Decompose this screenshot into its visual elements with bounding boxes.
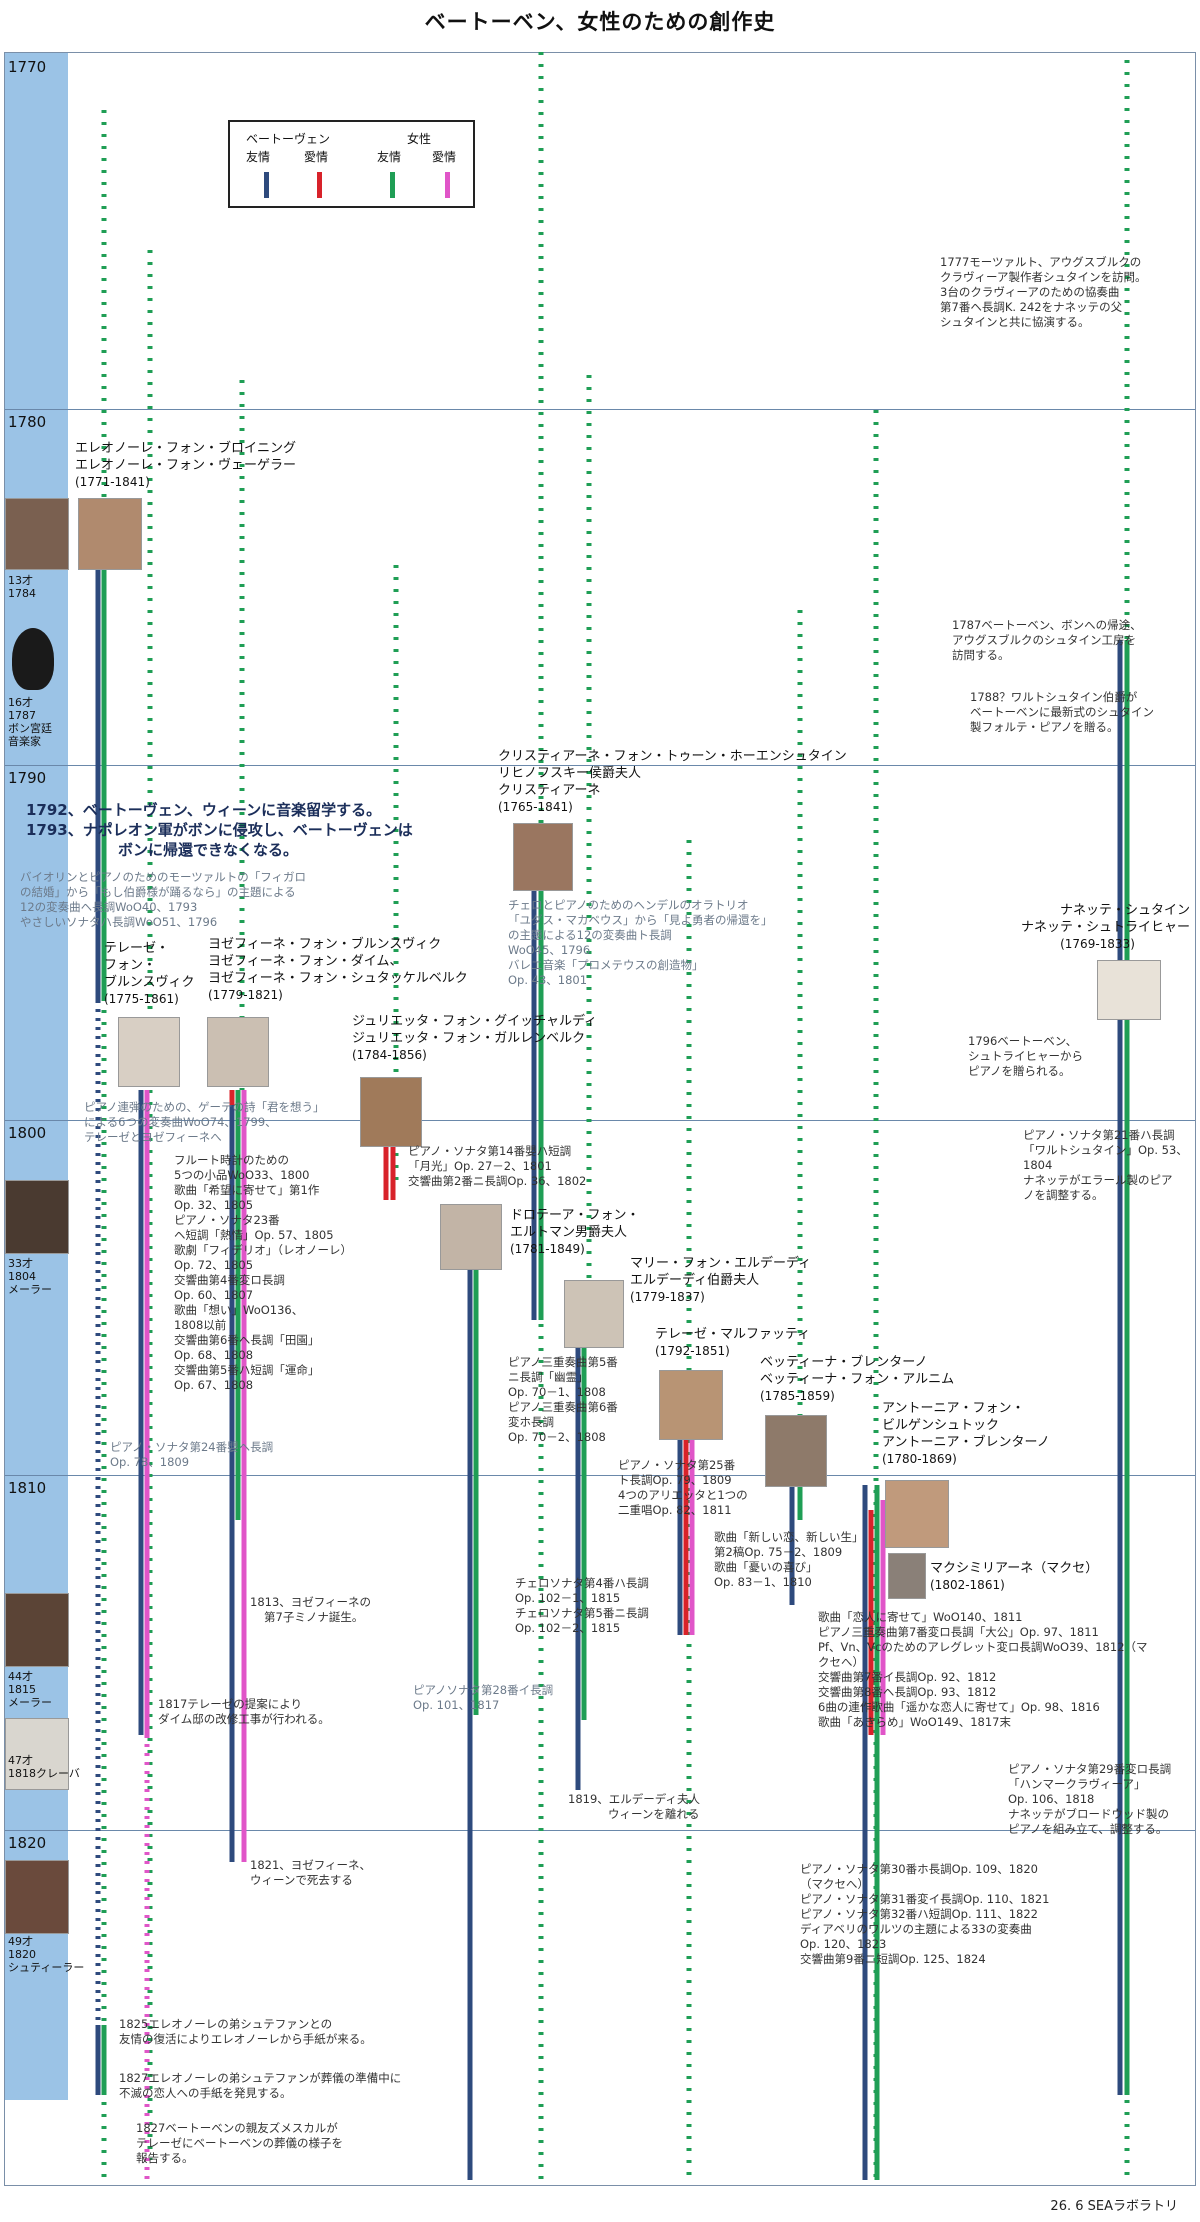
event-1788: 1788？ワルトシュタイン伯爵がベートーベンに最新式のシュタイン製フォルテ・ピア… [970, 690, 1154, 734]
bettina-portrait [765, 1415, 827, 1487]
legend: ベートーヴェン 女性 友情 愛情 友情 愛情 [228, 120, 475, 208]
portrait [5, 1860, 69, 1934]
woman-name-eleonore: エレオノーレ・フォン・ブロイニングエレオノーレ・フォン・ヴェーゲラー (1771… [75, 441, 297, 489]
event-1796: 1796ベートーベン、シュトライヒャーからピアノを贈られる。 [968, 1034, 1083, 1078]
works-christiane: チェロとピアノのためのヘンデルのオラトリオ「ユダス・マカベウス」から「見よ勇者の… [508, 898, 773, 987]
portrait [5, 1593, 69, 1667]
silhouette-portrait [12, 628, 54, 690]
decade-divider [5, 1830, 1195, 1831]
eleonore-portrait [78, 498, 142, 570]
legend-swatch-beethoven-friend [264, 172, 269, 198]
event-1792: 1792、ベートーヴェン、ウィーンに音楽留学する。1793、ナポレオン軍がボンに… [26, 801, 413, 859]
decade-divider [5, 765, 1195, 766]
giulietta-portrait [360, 1077, 422, 1147]
decade-label-1800: 1800 [8, 1124, 47, 1142]
event-1777: 1777モーツァルト、アウグスブルクのクラヴィーア製作者シュタインを訪問。3台の… [940, 255, 1147, 329]
woman-name-maximiliane: マクシミリアーネ（マクセ） (1802-1861) [930, 1561, 1099, 1592]
event-1819: 1819、エルデーディ夫人ウィーンを離れる [568, 1792, 700, 1821]
works-late-sonatas: ピアノ・ソナタ第30番ホ長調Op. 109、1820（マクセへ）ピアノ・ソナタ第… [800, 1862, 1050, 1966]
decade-label-1790: 1790 [8, 769, 47, 787]
maximiliane-portrait [888, 1553, 926, 1599]
works-mozart-variations: バイオリンとピアノのためのモーツァルトの「フィガロの結婚」から「もし伯爵様が踊る… [20, 870, 307, 929]
marie-erdody-portrait [564, 1280, 624, 1348]
woman-name-therese-malfatti: テレーゼ・マルファッティ (1792-1851) [655, 1327, 811, 1358]
woman-name-christiane: クリスティアーネ・フォン・トゥーン・ホーエンシュタインリヒノフスキー侯爵夫人クリ… [498, 749, 847, 814]
woman-name-josephine: ヨゼフィーネ・フォン・ブルンスヴィクヨゼフィーネ・フォン・ダイム、ヨゼフィーネ・… [208, 937, 468, 1002]
legend-swatch-women-friend [390, 172, 395, 198]
josephine-portrait [207, 1017, 269, 1087]
therese-malfatti-portrait [659, 1370, 723, 1440]
antonie-portrait [885, 1480, 949, 1548]
legend-label-love: 愛情 [304, 150, 329, 164]
page-title: ベートーベン、女性のための創作史 [424, 10, 776, 34]
decade-label-1820: 1820 [8, 1834, 47, 1852]
legend-swatch-women-love [445, 172, 450, 198]
sketch-portrait [5, 1718, 69, 1790]
event-1787: 1787ベートーベン、ボンへの帰途、アウグスブルクのシュタイン工房を訪問する。 [952, 618, 1142, 662]
legend-group-beethoven: ベートーヴェン [246, 132, 331, 146]
decade-divider [5, 1120, 1195, 1121]
decade-divider [5, 409, 1195, 410]
woman-name-nanette: ナネッテ・シュタインナネッテ・シュトライヒャー (1769-1833) [1020, 903, 1190, 951]
decade-label-1770: 1770 [8, 58, 47, 76]
works-goethe-variations: ピアノ連弾のための、ゲーテの詩「君を想う」による6つの変奏曲WoO74、1799… [84, 1100, 325, 1144]
footer-credit: 26. 6 SEAラボラトリ [1050, 2199, 1178, 2214]
woman-name-marie-erdody: マリー・フォン・エルデーディエルデーディ伯爵夫人 (1779-1837) [630, 1256, 812, 1304]
decade-label-1810: 1810 [8, 1479, 47, 1497]
woman-name-antonie: アントーニア・フォン・ビルゲンシュトックアントーニア・ブレンターノ (1780-… [882, 1401, 1050, 1466]
decade-label-1780: 1780 [8, 413, 47, 431]
child-portrait [5, 498, 69, 570]
legend-group-women: 女性 [407, 132, 432, 146]
decade-divider [5, 1475, 1195, 1476]
event-1813: 1813、ヨゼフィーネの第7子ミノナ誕生。 [250, 1595, 372, 1624]
timeline-frame [4, 52, 1196, 2186]
therese-brunsvik-portrait [118, 1017, 180, 1087]
nanette-portrait [1097, 960, 1161, 1020]
christiane-portrait [513, 823, 573, 891]
event-1827a: 1827エレオノーレの弟シュテファンが葬儀の準備中に不滅の恋人への手紙を発見する… [119, 2071, 402, 2100]
legend-label-friend: 友情 [377, 150, 402, 164]
legend-label-friend: 友情 [246, 150, 271, 164]
event-1827b: 1827ベートーベンの親友ズメスカルがテレーゼにベートーベンの葬儀の様子を報告す… [136, 2121, 343, 2165]
woman-name-bettina: ベッティーナ・ブレンターノベッティーナ・フォン・アルニム (1785-1859) [760, 1355, 955, 1403]
legend-swatch-beethoven-love [317, 172, 322, 198]
dorothea-portrait [440, 1204, 502, 1270]
woman-name-giulietta: ジュリエッタ・フォン・グイッチャルディジュリエッタ・フォン・ガルレンベルク (1… [352, 1014, 598, 1062]
legend-label-love: 愛情 [432, 150, 457, 164]
event-1821: 1821、ヨゼフィーネ、ウィーンで死去する [250, 1858, 372, 1887]
portrait [5, 1180, 69, 1254]
woman-name-therese-brunsvik: テレーゼ・フォン・ブルンスヴィク (1775-1861) [104, 941, 195, 1006]
event-1825: 1825エレオノーレの弟シュテファンとの友情の復活によりエレオノーレから手紙が来… [119, 2017, 372, 2046]
event-1817: 1817テレーゼの提案によりダイム邸の改修工事が行われる。 [158, 1697, 330, 1726]
woman-name-dorothea: ドロテーア・フォン・エルトマン男爵夫人 (1781-1849) [510, 1208, 640, 1256]
